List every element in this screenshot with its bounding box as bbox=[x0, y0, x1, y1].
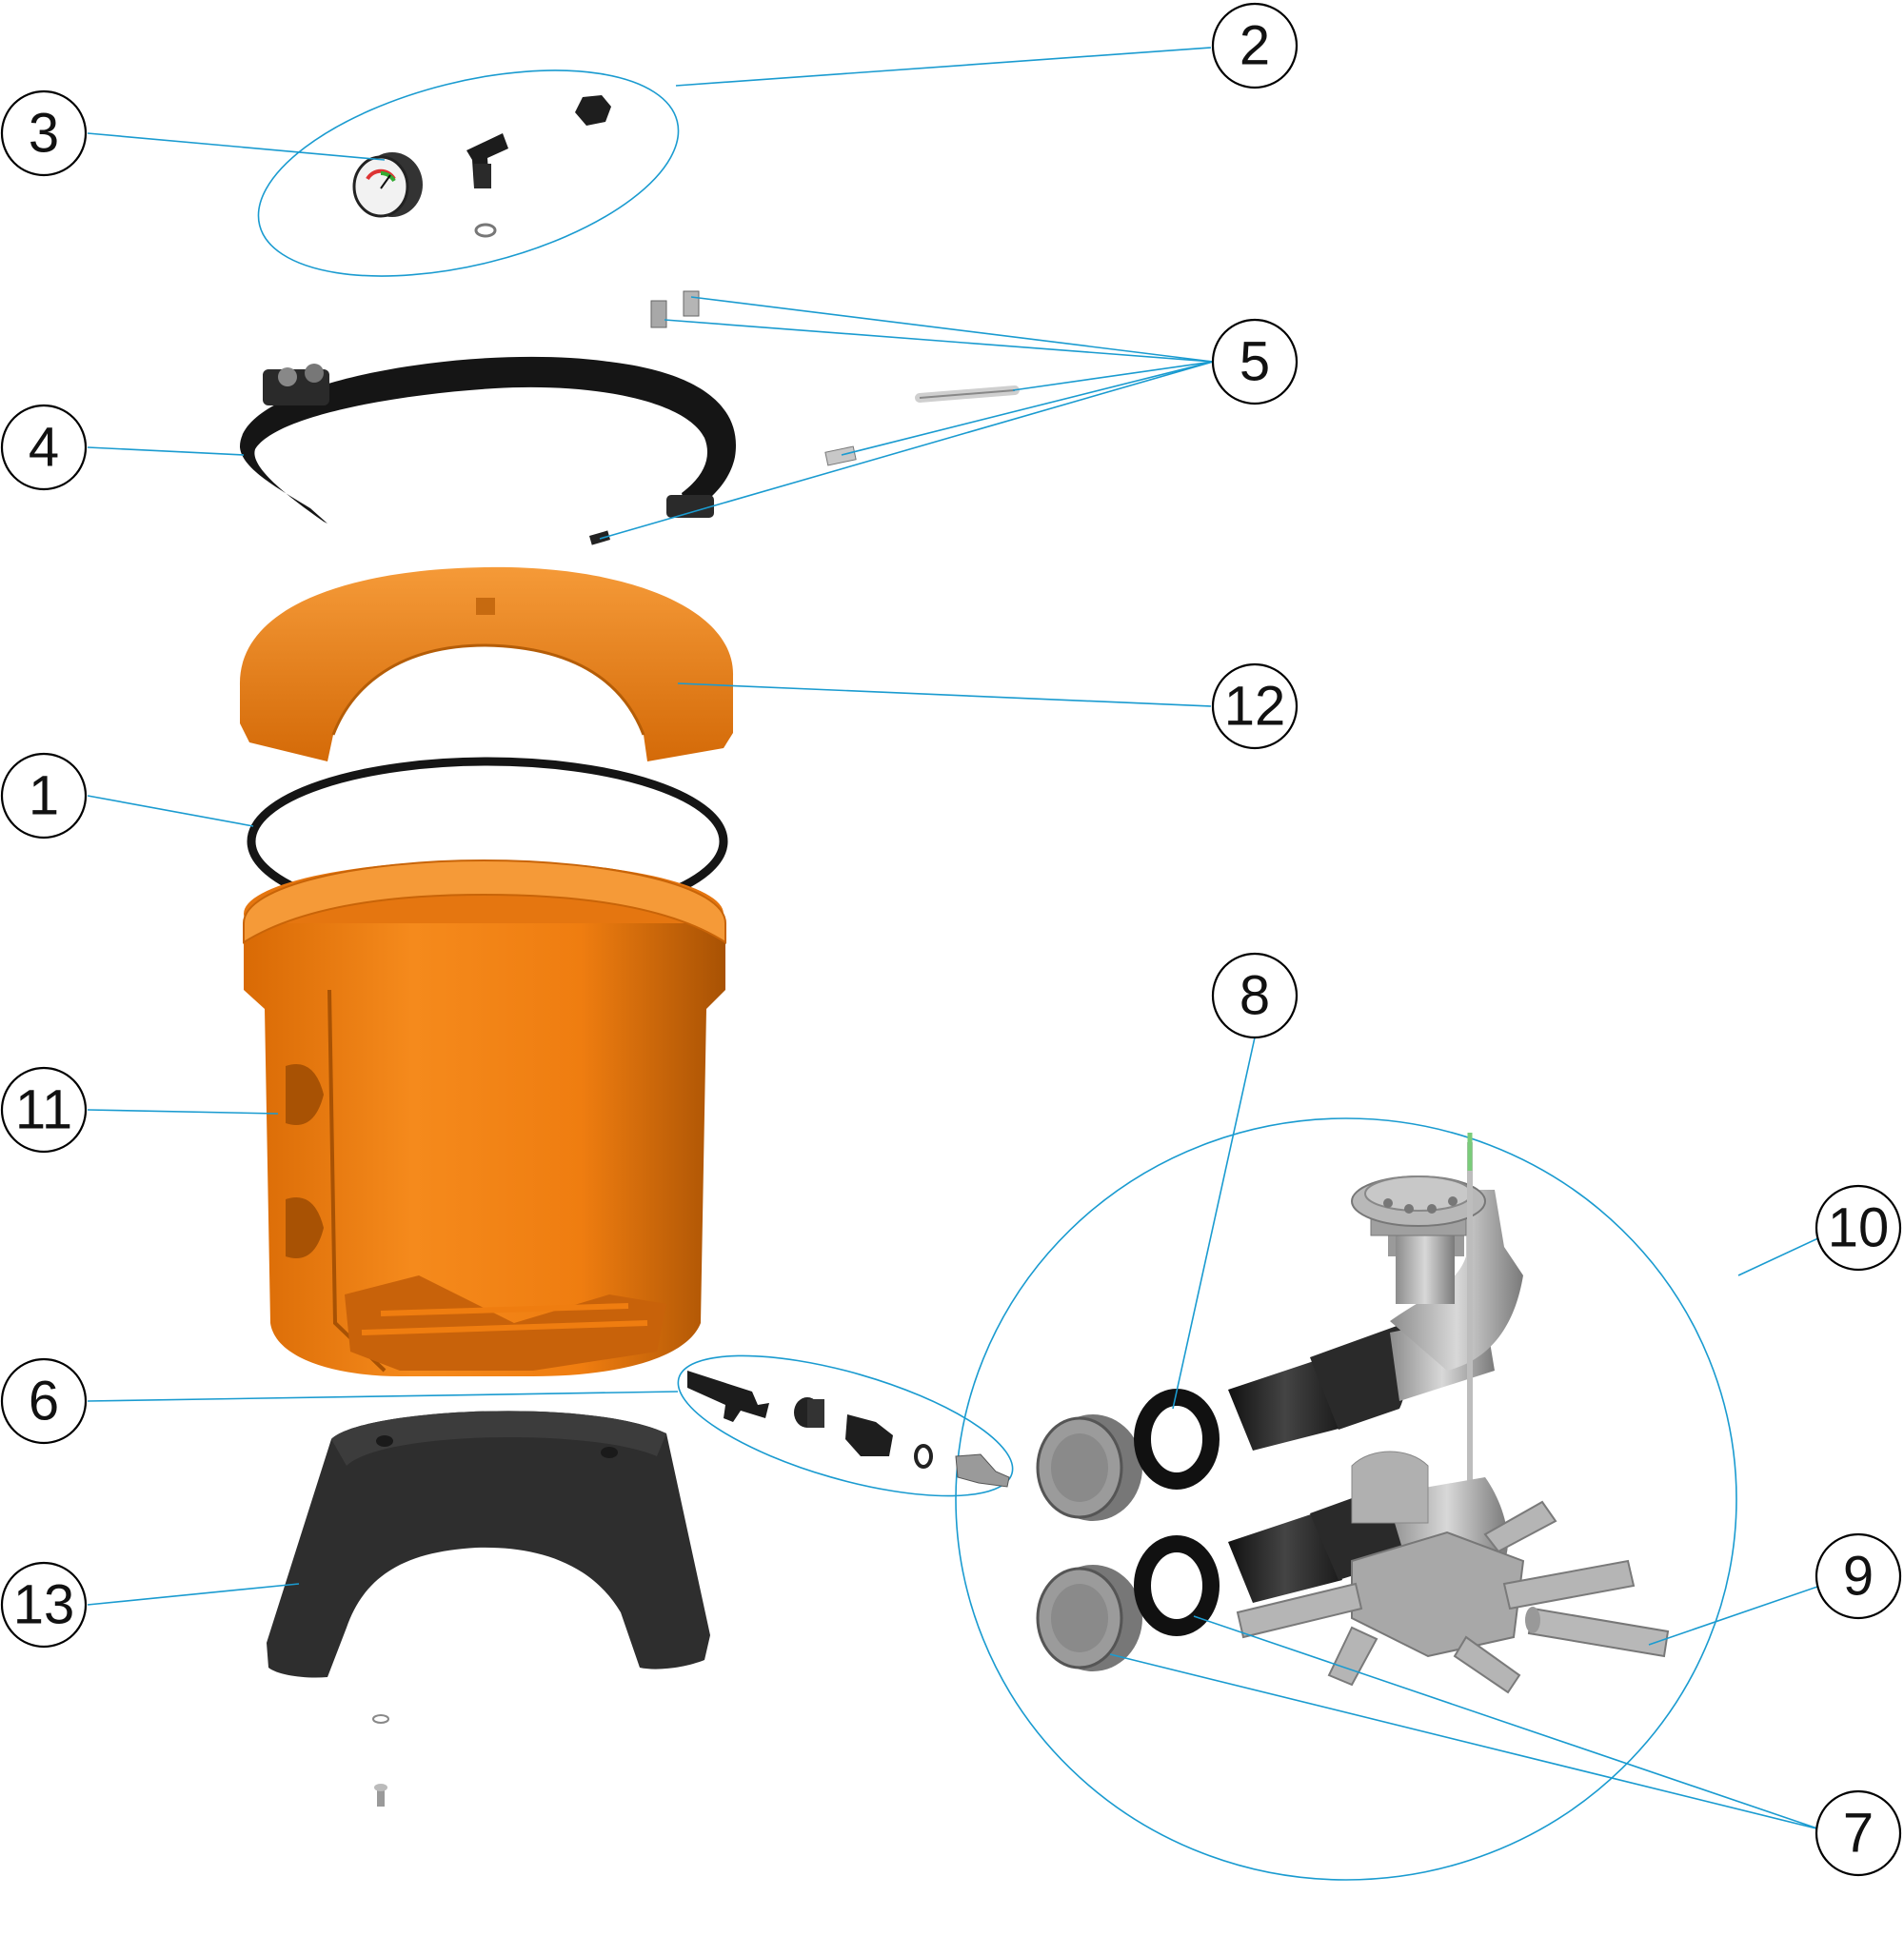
callout-8: 8 bbox=[1211, 952, 1299, 1039]
callout-label-11: 11 bbox=[15, 1079, 72, 1141]
lid-kit-outline bbox=[257, 69, 680, 277]
leader-7a bbox=[1109, 1653, 1821, 1830]
callout-2: 2 bbox=[1211, 2, 1299, 89]
vent-knob-icon bbox=[575, 95, 611, 126]
collector-assembly-outline bbox=[955, 1117, 1737, 1881]
callout-label-10: 10 bbox=[1828, 1197, 1890, 1259]
union-gasket-lower-icon bbox=[1134, 1535, 1220, 1636]
callout-1: 1 bbox=[0, 752, 88, 840]
leader-5a bbox=[690, 296, 1214, 363]
callout-6: 6 bbox=[0, 1357, 88, 1445]
leader-13 bbox=[87, 1583, 300, 1606]
callout-label-13: 13 bbox=[13, 1574, 75, 1636]
drain-kit-icon bbox=[687, 1371, 1010, 1488]
callout-label-7: 7 bbox=[1843, 1803, 1874, 1865]
leader-5b bbox=[664, 319, 1214, 363]
callout-4: 4 bbox=[0, 404, 88, 491]
drain-kit-outline bbox=[677, 1354, 1014, 1497]
leader-11 bbox=[87, 1109, 279, 1115]
callout-12: 12 bbox=[1211, 662, 1299, 750]
leader-12 bbox=[677, 682, 1212, 707]
leader-3 bbox=[87, 132, 386, 161]
leader-1 bbox=[87, 795, 254, 827]
callout-5: 5 bbox=[1211, 318, 1299, 405]
callout-label-4: 4 bbox=[29, 417, 59, 479]
leader-5d bbox=[841, 361, 1214, 456]
leader-9 bbox=[1648, 1585, 1821, 1646]
air-release-elbow-icon bbox=[466, 133, 508, 188]
callout-label-12: 12 bbox=[1224, 676, 1286, 738]
leader-4 bbox=[87, 446, 245, 456]
callout-7: 7 bbox=[1815, 1789, 1902, 1877]
leader-10 bbox=[1737, 1236, 1821, 1276]
leader-8 bbox=[1172, 1037, 1256, 1410]
leader-lines bbox=[87, 47, 1821, 1830]
clamp-hardware-icon bbox=[589, 290, 1020, 545]
union-nut-upper-icon bbox=[1036, 1414, 1142, 1521]
callout-label-1: 1 bbox=[29, 765, 59, 827]
washer-icon bbox=[474, 223, 497, 238]
callout-label-9: 9 bbox=[1843, 1546, 1874, 1608]
clamp-band-icon bbox=[239, 356, 736, 524]
callout-label-8: 8 bbox=[1240, 965, 1270, 1027]
callout-10: 10 bbox=[1815, 1184, 1902, 1272]
leader-5e bbox=[599, 361, 1214, 540]
lateral-icon bbox=[1525, 1607, 1670, 1658]
callout-11: 11 bbox=[0, 1066, 88, 1154]
pressure-gauge-icon bbox=[352, 152, 423, 218]
tank-body-icon bbox=[243, 859, 726, 1376]
leader-2 bbox=[675, 47, 1212, 87]
callout-label-2: 2 bbox=[1240, 15, 1270, 77]
leader-6 bbox=[87, 1391, 679, 1402]
callout-label-3: 3 bbox=[29, 103, 59, 165]
base-stand-icon bbox=[267, 1411, 710, 1807]
leader-5c bbox=[1012, 361, 1214, 391]
callout-3: 3 bbox=[0, 89, 88, 177]
union-nut-lower-icon bbox=[1036, 1565, 1142, 1671]
callout-label-6: 6 bbox=[29, 1371, 59, 1432]
tank-top-cover-icon bbox=[239, 566, 734, 761]
leader-7b bbox=[1193, 1615, 1821, 1830]
union-gasket-upper-icon bbox=[1134, 1389, 1220, 1490]
callout-13: 13 bbox=[0, 1561, 88, 1649]
callout-9: 9 bbox=[1815, 1532, 1902, 1620]
collector-assembly-icon bbox=[1228, 1133, 1636, 1694]
callout-label-5: 5 bbox=[1240, 331, 1270, 393]
